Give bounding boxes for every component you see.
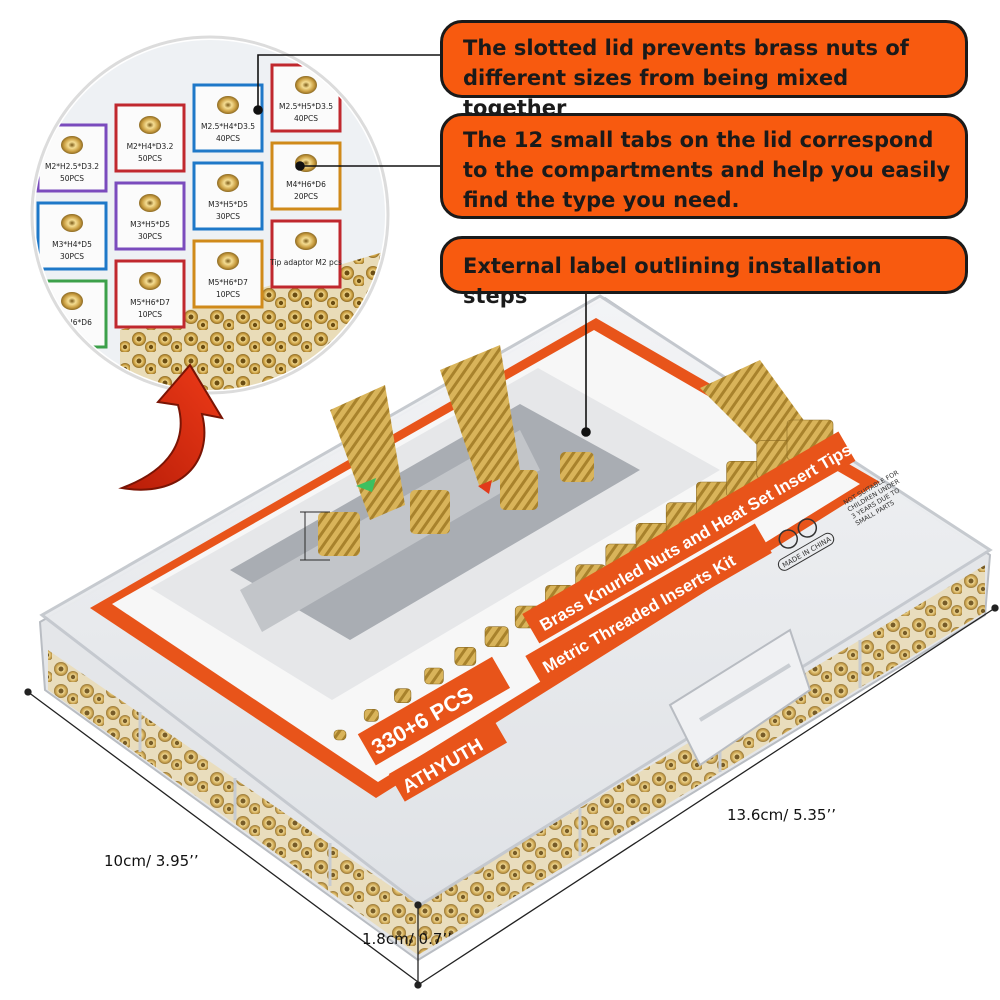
brass-insert — [363, 709, 379, 722]
callout-slotted-lid: The slotted lid prevents brass nuts of d… — [440, 20, 968, 120]
diagram-insert-1 — [318, 512, 360, 556]
callout-lid-line2: different sizes from being mixed togethe… — [463, 66, 849, 120]
lid-tab-size: M4*H6*D6 — [286, 180, 326, 189]
lid-tab-qty: 40PCS — [216, 134, 240, 143]
lid-tab-size: M3*H5*D5 — [208, 200, 248, 209]
lid-tab-size: M2.5*H5*D3.5 — [279, 102, 333, 111]
dimension-width-text: 13.6cm/ 5.35’’ — [727, 806, 837, 824]
insert-kit-box: Brass Knurled Nuts and Heat Set Insert T… — [38, 294, 993, 962]
lid-tab-qty: 50PCS — [60, 174, 84, 183]
width-dimension-line — [417, 607, 996, 986]
diagram-insert-4 — [560, 452, 594, 482]
recycle-icon — [797, 518, 818, 538]
brand-banner — [388, 714, 507, 802]
brass-insert — [484, 626, 509, 647]
callout-label-text: External label outlining installation st… — [463, 254, 882, 308]
dimension-height-text: 1.8cm/ 0.7’’ — [362, 930, 452, 948]
dimension-lines — [24, 604, 999, 989]
lid-tab-size: M5*H6*D7 — [208, 278, 248, 287]
callout-small-tabs: The 12 small tabs on the lid correspond … — [440, 113, 968, 219]
lid-tab: M2*H4*D3.2 50PCS — [114, 103, 186, 173]
lid-tab-nut-image — [61, 292, 83, 310]
red-down-arrow-icon — [478, 480, 492, 494]
diagram-dimension-marks — [300, 511, 330, 561]
lid-tab: Tip adaptor M2 pcs — [269, 219, 342, 289]
callout-tabs-line3: find the type you need. — [463, 188, 740, 212]
callout-lid-line1: The slotted lid prevents brass nuts of — [463, 36, 909, 60]
brass-insert — [454, 647, 477, 666]
title-banner-1 — [522, 431, 856, 644]
green-arrow-icon — [356, 478, 376, 492]
callout-tabs-line1: The 12 small tabs on the lid correspond — [463, 128, 934, 152]
lid-tab-nut-image — [61, 136, 83, 154]
lid-tab-size: M2*H2.5*D3.2 — [45, 162, 99, 171]
leader-lid — [257, 54, 440, 110]
lid-tab-size: Tip adaptor M2 pcs — [269, 258, 342, 267]
lid-zoom-detail: M2*H2.5*D3.2 50PCS M2*H4*D3.2 50PCS M2.5*H4*… — [30, 35, 390, 395]
brass-insert — [333, 729, 347, 741]
lid-tab-nut-image — [139, 116, 161, 134]
lid-tab: M3*H5*D5 30PCS — [114, 181, 186, 251]
brass-insert — [424, 667, 444, 685]
lid-tab-nut-image — [139, 194, 161, 212]
lid-tab-qty: 10PCS — [216, 290, 240, 299]
lid-tab: M5*H6*D7 10PCS — [114, 259, 186, 329]
box-label: Brass Knurled Nuts and Heat Set Insert T… — [90, 318, 901, 802]
lid-tab-qty: 40PCS — [294, 114, 318, 123]
lid-tab-size: M5*H6*D7 — [130, 298, 170, 307]
lid-tab-nut-image — [61, 214, 83, 232]
soldering-tip-1 — [330, 385, 405, 520]
lid-tab-qty: 30PCS — [138, 232, 162, 241]
callout-leaders — [253, 54, 591, 437]
lid-tab-qty: 30PCS — [60, 252, 84, 261]
callout-tabs-line2: to the compartments and help you easily — [463, 158, 951, 182]
lid-tab-qty: 10PCS — [138, 310, 162, 319]
count-banner — [357, 656, 511, 766]
lid-tab-qty: 50PCS — [138, 154, 162, 163]
diagram-insert-2 — [410, 490, 450, 534]
lid-tab-frame — [270, 141, 342, 211]
diagram-insert-3 — [500, 470, 538, 510]
lid-tab: M2.5*H4*D3.5 40PCS — [192, 83, 264, 153]
lid-tab-nut-image — [295, 232, 317, 250]
lid-tab: M3*H5*D5 30PCS — [192, 161, 264, 231]
lid-tab: M2.5*H5*D3.5 40PCS — [270, 63, 342, 133]
brass-insert — [394, 688, 412, 703]
lid-tab-nut-image — [295, 76, 317, 94]
made-in-badge — [777, 532, 835, 571]
no-child-icon — [778, 529, 799, 549]
lid-tab-qty: 20PCS — [294, 192, 318, 201]
lid-tab-qty: 30PCS — [216, 212, 240, 221]
curved-red-arrow-icon — [118, 363, 225, 491]
lid-tab-nut-image — [139, 272, 161, 290]
soldering-tip-2 — [440, 345, 520, 488]
depth-dimension-line — [27, 691, 419, 983]
lid-tab-size: M3*H5*D5 — [130, 220, 170, 229]
lid-tab: M2*H2.5*D3.2 50PCS — [36, 123, 108, 193]
lid-tab-nut-image — [217, 252, 239, 270]
lid-tab-size: M3*H6*D6 — [52, 318, 92, 327]
dimension-depth-text: 10cm/ 3.95’’ — [104, 852, 199, 870]
lid-tab-size: M2*H4*D3.2 — [127, 142, 174, 151]
lid-tab-size: M3*H4*D5 — [52, 240, 92, 249]
lid-tab-frame — [270, 219, 342, 289]
lid-tab: M3*H4*D5 30PCS — [36, 201, 108, 271]
title-banner-2 — [525, 523, 772, 686]
lid-tab: M4*H6*D6 20PCS — [270, 141, 342, 211]
lid-tab-size: M2.5*H4*D3.5 — [201, 122, 255, 131]
callout-external-label: External label outlining installation st… — [440, 236, 968, 308]
lid-tab-nut-image — [217, 96, 239, 114]
lid-tab: M5*H6*D7 10PCS — [192, 239, 264, 309]
lid-tab-nut-image — [217, 174, 239, 192]
